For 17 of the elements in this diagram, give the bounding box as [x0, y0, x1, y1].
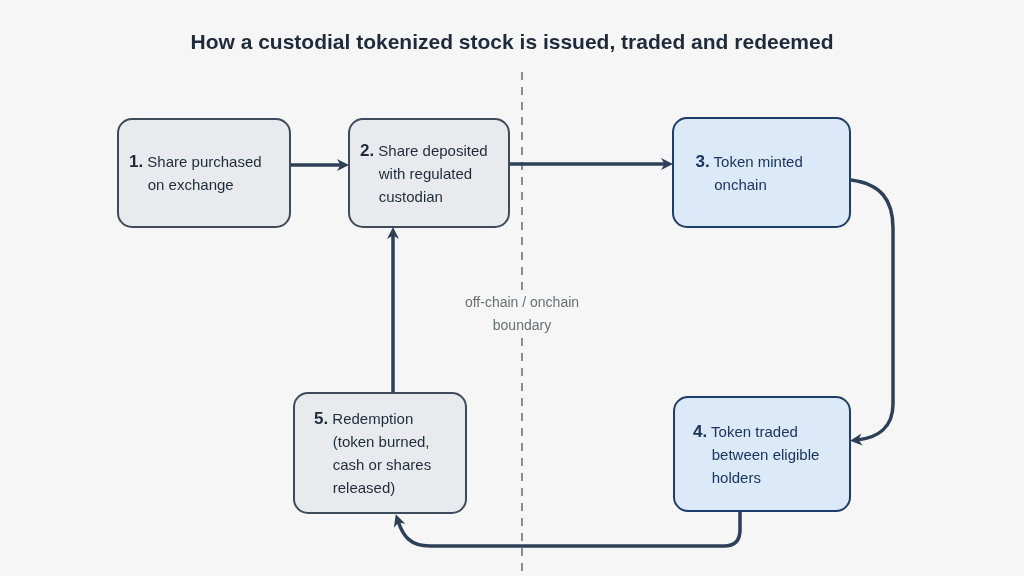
- diagram-title: How a custodial tokenized stock is issued, traded and redeemed: [189, 30, 835, 54]
- arrow: [850, 178, 895, 446]
- step-text: 5. Redemption (token burned, cash or shares released): [314, 408, 433, 498]
- arrow: [510, 158, 673, 170]
- process-box: [117, 118, 291, 228]
- boundary-label: off-chain / onchain boundary: [463, 293, 581, 335]
- step-text: 3. Token minted onchain: [695, 150, 804, 195]
- process-box: [293, 392, 467, 514]
- step-text: 2. Share deposited with regulated custodian: [360, 139, 489, 207]
- arrow: [387, 227, 399, 392]
- process-box: [348, 118, 510, 228]
- step-text: 1. Share purchased on exchange: [129, 151, 263, 195]
- arrow: [291, 159, 349, 171]
- process-box: [673, 396, 851, 512]
- step-text: 4. Token traded between eligible holders: [693, 420, 821, 488]
- arrow: [394, 512, 742, 548]
- process-box: [672, 117, 851, 228]
